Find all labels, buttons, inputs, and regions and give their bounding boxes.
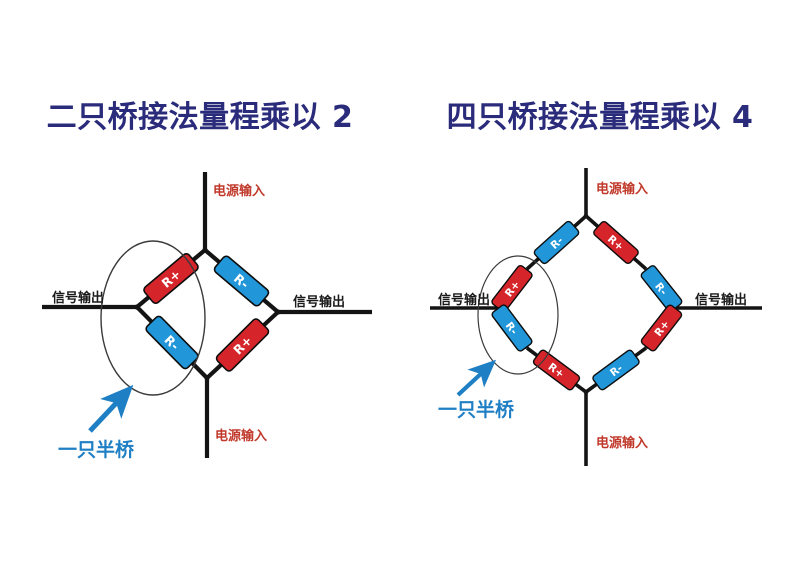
two-bridge-nodes bbox=[134, 247, 281, 381]
resistor-left-top: R+ bbox=[143, 253, 199, 304]
half-bridge-annotation-label: 一只半桥 bbox=[438, 399, 515, 421]
power-input-top-label: 电源输入 bbox=[213, 184, 266, 199]
resistor-left-upper: R+ bbox=[491, 265, 533, 312]
four-bridge-schematic: R- R+ R+ R- R- bbox=[430, 168, 762, 466]
half-bridge-annotation-arrow bbox=[456, 359, 497, 397]
resistor-bottom-right-inner: R- bbox=[592, 349, 640, 391]
panel-four-bridge: 四只桥接法量程乘以 4 bbox=[400, 0, 800, 571]
resistor-right-lower: R+ bbox=[640, 304, 683, 352]
signal-output-right-label: 信号输出 bbox=[293, 295, 346, 310]
panel-two-bridge-title: 二只桥接法量程乘以 2 bbox=[46, 100, 354, 135]
resistor-left-lower-label: R- bbox=[503, 320, 520, 337]
resistor-top-left-inner: R- bbox=[533, 220, 580, 265]
power-input-bottom-label: 电源输入 bbox=[215, 429, 268, 444]
power-input-bottom-label: 电源输入 bbox=[596, 436, 649, 451]
resistor-left-lower: R- bbox=[491, 304, 533, 352]
four-bridge-nodes bbox=[494, 213, 680, 395]
two-bridge-schematic: R+ R- R- R+ bbox=[42, 172, 372, 458]
half-bridge-highlight-ellipse bbox=[100, 240, 206, 396]
resistor-left-bottom: R- bbox=[145, 315, 199, 370]
two-bridge-wires bbox=[42, 172, 372, 458]
resistor-right-bottom: R+ bbox=[215, 318, 270, 372]
signal-output-left-label: 信号输出 bbox=[52, 291, 105, 306]
half-bridge-annotation-label: 一只半桥 bbox=[58, 439, 135, 461]
resistor-right-top-label: R- bbox=[231, 271, 252, 292]
signal-output-right-label: 信号输出 bbox=[695, 293, 748, 308]
resistor-top-right-inner: R+ bbox=[593, 220, 639, 265]
power-input-top-label: 电源输入 bbox=[596, 182, 649, 197]
half-bridge-annotation-arrow bbox=[88, 384, 134, 433]
resistor-right-upper: R- bbox=[640, 265, 683, 312]
panel-four-bridge-title: 四只桥接法量程乘以 4 bbox=[446, 100, 754, 135]
signal-output-left-label: 信号输出 bbox=[438, 293, 491, 308]
resistor-bottom-left-inner: R+ bbox=[532, 349, 581, 391]
half-bridge-highlight-ellipse bbox=[477, 255, 559, 375]
resistor-right-top: R- bbox=[213, 255, 270, 307]
panel-two-bridge: 二只桥接法量程乘以 2 bbox=[42, 100, 372, 461]
resistor-bottom-right-inner-label: R- bbox=[608, 362, 625, 379]
